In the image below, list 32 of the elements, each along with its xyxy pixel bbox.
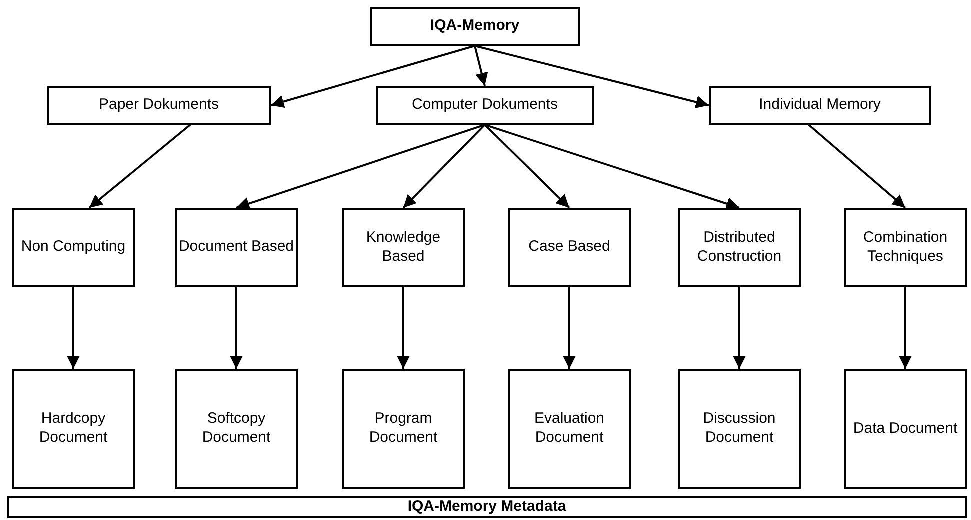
arrow <box>563 287 576 369</box>
category-box: Case Based <box>508 208 631 287</box>
document-box: Evaluation Document <box>508 369 631 489</box>
arrow <box>474 46 488 86</box>
category-box: Computer Dokuments <box>376 86 594 125</box>
arrow <box>270 45 476 108</box>
document-box: Program Document <box>342 369 465 489</box>
arrow <box>230 287 243 369</box>
category-box: Combination Techniques <box>844 208 967 287</box>
arrow <box>733 287 746 369</box>
arrow <box>88 124 191 209</box>
document-box: Softcopy Document <box>175 369 298 489</box>
arrow <box>484 124 740 210</box>
category-box: IQA-Memory <box>370 7 580 46</box>
arrow <box>484 124 570 209</box>
arrow <box>67 287 80 369</box>
category-box: Individual Memory <box>709 86 931 125</box>
category-box: IQA-Memory Metadata <box>7 496 967 518</box>
arrow <box>402 124 486 209</box>
document-box: Hardcopy Document <box>12 369 135 489</box>
category-box: Document Based <box>175 208 298 287</box>
arrow <box>236 124 486 210</box>
category-box: Distributed Construction <box>678 208 801 287</box>
category-box: Paper Dokuments <box>47 86 271 125</box>
arrow <box>899 287 912 369</box>
arrow <box>474 45 710 109</box>
category-box: Knowledge Based <box>342 208 465 287</box>
arrow <box>808 124 906 209</box>
category-box: Non Computing <box>12 208 135 287</box>
document-box: Discussion Document <box>678 369 801 489</box>
document-box: Data Document <box>844 369 967 489</box>
arrow <box>397 287 410 369</box>
